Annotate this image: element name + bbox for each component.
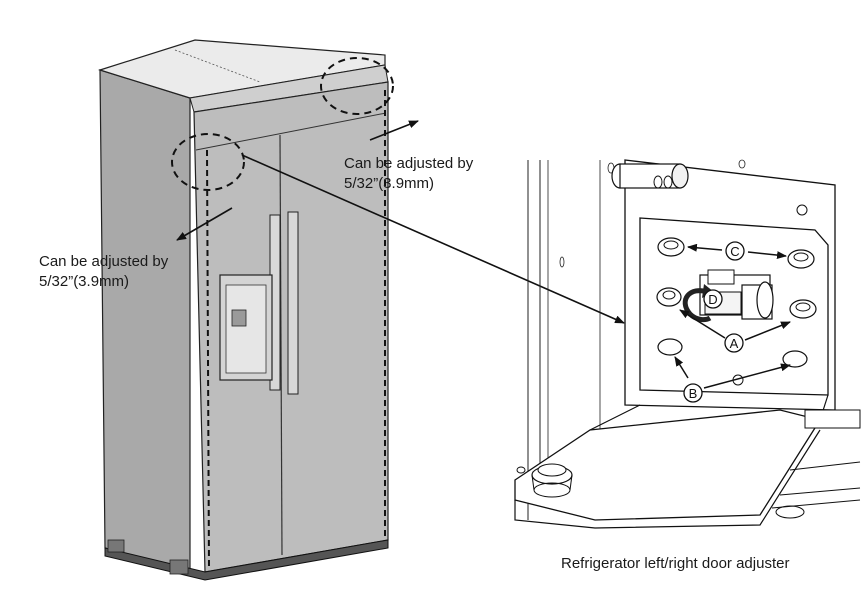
hinge-circle-left [171,133,245,191]
callout-a: A [724,333,744,353]
right-door-adjust-note: Can be adjusted by 5/32”(3.9mm) [344,154,473,194]
callout-arrows [674,243,791,389]
detail-pointer-arrow [241,154,625,324]
right-door-adjust-arrow [369,120,419,141]
left-door-adjust-line2: 5/32”(3.9mm) [39,273,130,290]
hinge-detail-illustration: C D A B [514,159,861,529]
fridge-side-panel [99,69,191,573]
figure-caption: Refrigerator left/right door adjuster [561,555,790,572]
callout-d-text: D [708,292,717,307]
callout-b: B [683,383,703,403]
callout-c-text: C [730,244,739,259]
left-door-adjust-arrow [176,207,233,241]
left-door-adjust-note: Can be adjusted by 5/32”(3.9mm) [39,252,168,292]
left-door-adjust-line1: Can be adjusted by [39,253,169,270]
callout-a-text: A [730,336,739,351]
door-bottom-plate [514,409,822,521]
adjuster-slot [782,350,808,368]
callout-c: C [725,241,745,261]
callout-b-text: B [689,386,698,401]
callout-d: D [703,289,723,309]
refrigerator-illustration [97,39,394,581]
fridge-top-panel [97,39,386,99]
door-split-line [279,134,283,556]
right-door-adjust-line2: 5/32”(3.9mm) [344,175,435,192]
adjuster-slot [657,338,683,356]
right-door-handle [287,211,299,395]
rotation-arrow [682,288,712,323]
right-door-adjust-line1: Can be adjusted by [344,155,474,172]
hinge-circle-right [320,57,394,115]
annotation-arrows [176,120,625,324]
